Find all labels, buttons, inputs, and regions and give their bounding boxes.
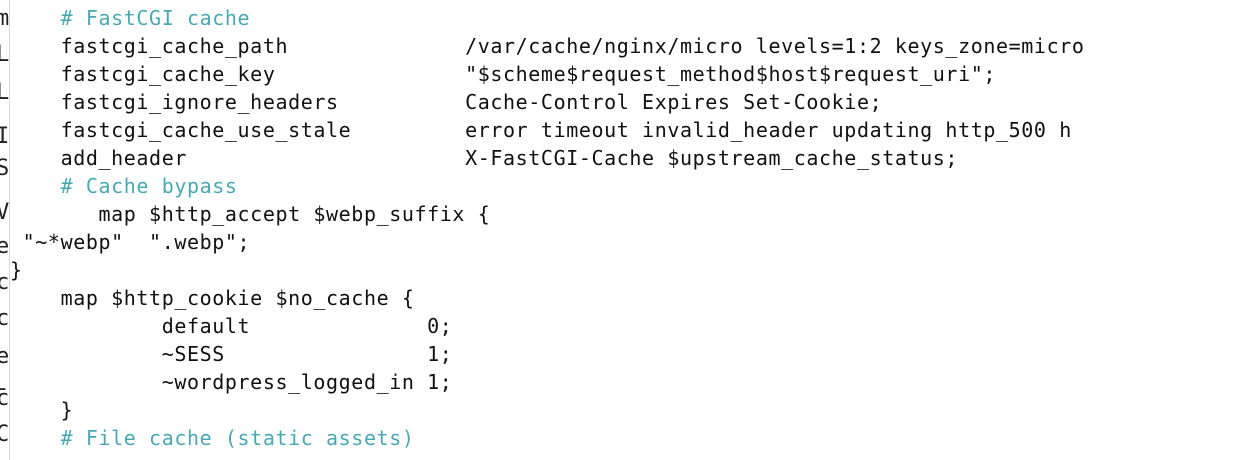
edge-char: e xyxy=(0,346,9,368)
edge-char: S xyxy=(0,158,9,180)
code-line: default 0; xyxy=(10,314,453,338)
code-editor[interactable]: # FastCGI cache fastcgi_cache_path /var/… xyxy=(10,0,1242,460)
edge-char: V xyxy=(0,202,9,224)
edge-char: m xyxy=(0,8,9,30)
code-line: map $http_cookie $no_cache { xyxy=(10,286,415,310)
edge-char: I xyxy=(0,126,9,148)
code-line: fastcgi_ignore_headers Cache-Control Exp… xyxy=(10,90,883,114)
edge-char: c xyxy=(0,272,9,294)
code-line: add_header X-FastCGI-Cache $upstream_cac… xyxy=(10,146,959,170)
code-line: } xyxy=(10,398,74,422)
code-line: ~SESS 1; xyxy=(10,342,453,366)
edge-char: c xyxy=(0,308,9,330)
code-line: } xyxy=(10,258,23,282)
code-line: fastcgi_cache_key "$scheme$request_metho… xyxy=(10,62,996,86)
code-line-comment: # Cache bypass xyxy=(10,174,238,198)
code-line: fastcgi_cache_path /var/cache/nginx/micr… xyxy=(10,34,1085,58)
edge-char: - xyxy=(0,378,9,400)
left-window-edge: m L L I S V e c c e - c C xyxy=(0,0,10,460)
edge-char: c xyxy=(0,388,9,410)
edge-char: C xyxy=(0,424,9,446)
code-line: fastcgi_cache_use_stale error timeout in… xyxy=(10,118,1072,142)
edge-char: e xyxy=(0,236,9,258)
code-line: "~*webp" ".webp"; xyxy=(10,230,251,254)
code-line-comment: # FastCGI cache xyxy=(10,6,251,30)
edge-char: L xyxy=(0,44,9,66)
edge-char: L xyxy=(0,82,9,104)
code-line: ~wordpress_logged_in 1; xyxy=(10,370,453,394)
code-line-comment: # File cache (static assets) xyxy=(10,426,415,450)
code-line: map $http_accept $webp_suffix { xyxy=(10,202,491,226)
